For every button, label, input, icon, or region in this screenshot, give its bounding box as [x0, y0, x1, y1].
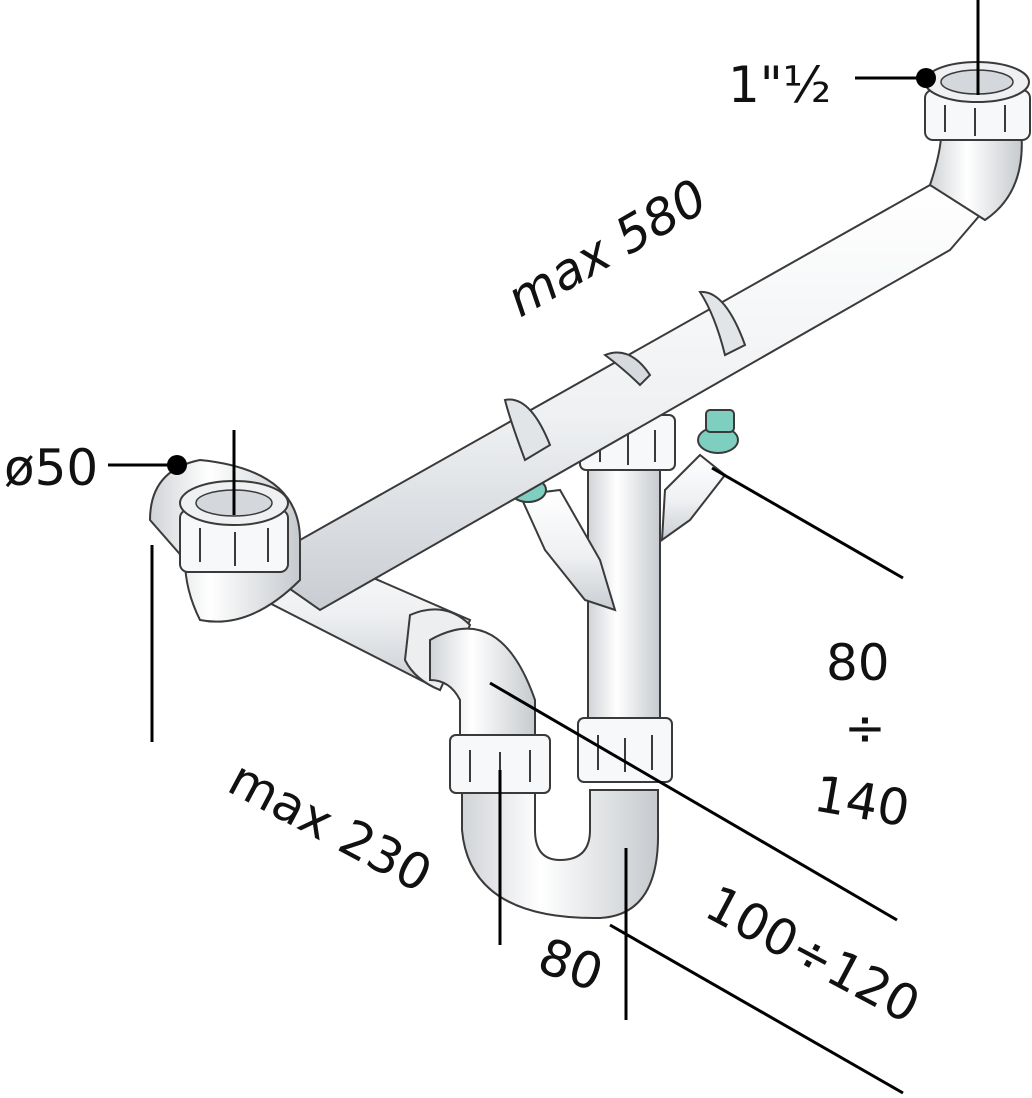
- trap-offset-label: 80: [531, 927, 611, 1003]
- inlet-thread-label: 1"½: [728, 56, 831, 114]
- dimension-lines: [108, 0, 980, 1095]
- max-width-label: max 230: [219, 749, 441, 904]
- height-range-sep-label: ÷: [844, 699, 886, 757]
- height-upper-line: [711, 466, 904, 580]
- max-length-label: max 580: [497, 168, 717, 328]
- height-range-top-label: 80: [826, 634, 890, 692]
- appliance-branch-right: [660, 409, 739, 543]
- thread-leader-dot: [916, 68, 936, 88]
- diameter-leader-dot: [167, 455, 187, 475]
- depth-range-label: 100÷120: [696, 874, 929, 1034]
- depth-lower-line: [609, 923, 904, 1095]
- diameter-label: ø50: [4, 439, 98, 497]
- depth-upper-line: [489, 681, 898, 922]
- u-bend-trap: [429, 627, 660, 920]
- height-range-bottom-label: 140: [810, 765, 914, 839]
- left-inlet-elbow: [148, 458, 301, 623]
